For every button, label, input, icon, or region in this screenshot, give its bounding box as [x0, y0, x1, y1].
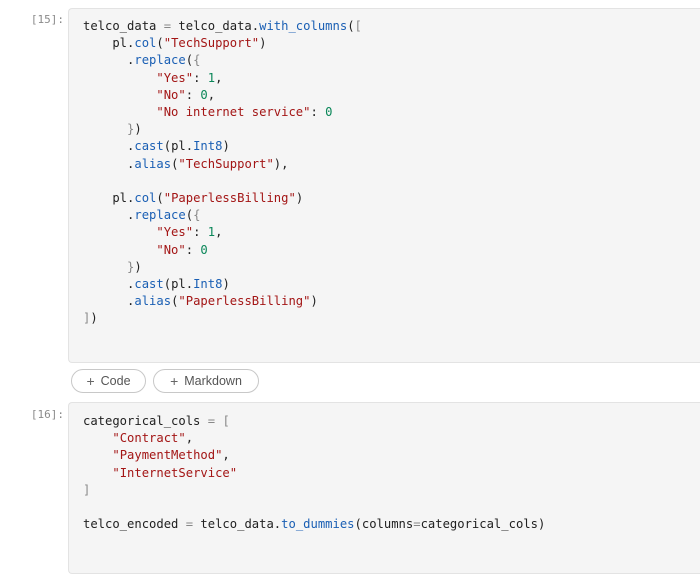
code-cell-16[interactable]: [16]: categorical_cols = [ "Contract", "…	[0, 402, 700, 574]
code-text[interactable]: telco_data = telco_data.with_columns([ p…	[83, 19, 362, 326]
add-markdown-button[interactable]: + Markdown	[153, 369, 259, 393]
code-editor[interactable]: telco_data = telco_data.with_columns([ p…	[68, 8, 700, 363]
add-code-button[interactable]: + Code	[71, 369, 146, 393]
plus-icon: +	[170, 373, 179, 389]
add-code-label: Code	[100, 374, 131, 388]
plus-icon: +	[86, 373, 95, 389]
code-cell-15[interactable]: [15]: telco_data = telco_data.with_colum…	[0, 8, 700, 363]
code-editor[interactable]: categorical_cols = [ "Contract", "Paymen…	[68, 402, 700, 574]
code-text[interactable]: categorical_cols = [ "Contract", "Paymen…	[83, 414, 546, 532]
execution-count: [16]:	[30, 408, 64, 421]
execution-count: [15]:	[30, 13, 64, 26]
add-markdown-label: Markdown	[184, 374, 242, 388]
